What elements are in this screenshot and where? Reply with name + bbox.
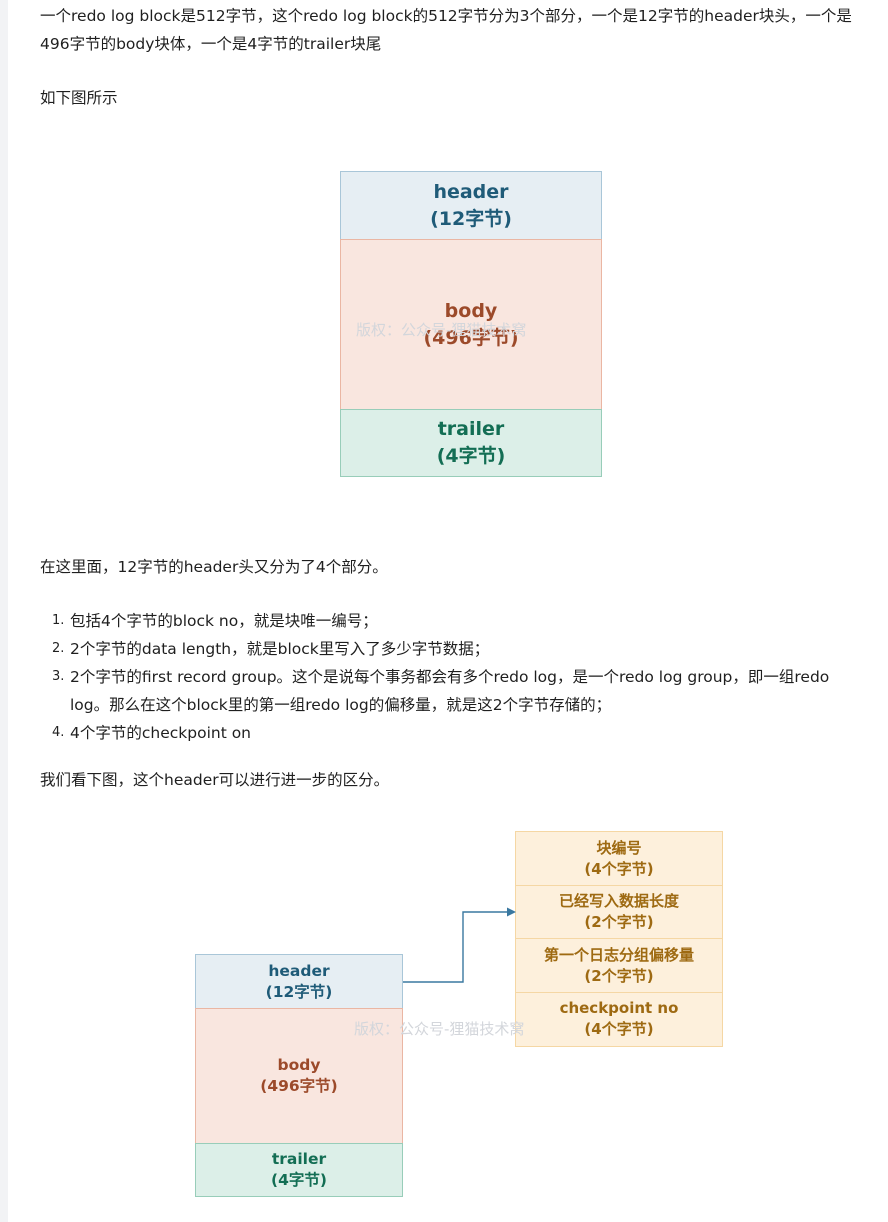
list-number: 1. <box>52 613 65 628</box>
list-item-text: 2个字节的data length，就是block里写入了多少字节数据； <box>70 640 490 658</box>
part-checkpoint-no: checkpoint no (4个字节) <box>515 991 723 1047</box>
list-number: 2. <box>52 641 65 656</box>
intro-paragraph: 一个redo log block是512字节，这个redo log block的… <box>40 7 852 53</box>
list-item: 1. 包括4个字节的block no，就是块唯一编号； <box>40 607 860 635</box>
left-margin-rule <box>0 0 8 1222</box>
body-label: body <box>277 1056 321 1074</box>
body-size: (496字节) <box>423 326 519 349</box>
header-breakdown-intro: 我们看下图，这个header可以进行进一步的区分。 <box>40 771 390 789</box>
header-parts-stack: 块编号 (4个字节) 已经写入数据长度 (2个字节) 第一个日志分组偏移量 (2… <box>515 831 723 1047</box>
figure-intro-text: 如下图所示 <box>40 89 118 107</box>
list-number: 4. <box>52 725 65 740</box>
trailer-size: (4字节) <box>271 1171 327 1189</box>
header-block: header (12字节) <box>195 954 403 1009</box>
part-first-record-group: 第一个日志分组偏移量 (2个字节) <box>515 938 723 993</box>
body-block: body (496字节) <box>195 1007 403 1145</box>
list-item-text: 4个字节的checkpoint on <box>70 724 252 742</box>
header-label: header <box>433 180 509 203</box>
part-data-length: 已经写入数据长度 (2个字节) <box>515 884 723 940</box>
part-size: (2个字节) <box>584 913 654 931</box>
part-size: (2个字节) <box>584 966 654 985</box>
header-label: header <box>268 961 330 980</box>
part-size: (4个字节) <box>584 859 654 878</box>
body-label: body <box>444 299 498 322</box>
list-item: 4. 4个字节的checkpoint on <box>40 719 860 747</box>
part-size: (4个字节) <box>584 1020 654 1038</box>
header-parts-list: 1. 包括4个字节的block no，就是块唯一编号； 2. 2个字节的data l… <box>40 607 860 747</box>
list-item: 3. 2个字节的first record group。这个是说每个事务都会有多个r… <box>40 663 860 719</box>
part-label: 已经写入数据长度 <box>558 892 679 910</box>
part-label: 第一个日志分组偏移量 <box>543 945 694 964</box>
header-breakdown-block-stack: header (12字节) body (496字节) trailer (4字节) <box>195 954 403 1197</box>
list-item-text: 包括4个字节的block no，就是块唯一编号； <box>70 612 378 630</box>
trailer-size: (4字节) <box>436 445 506 467</box>
part-block-no: 块编号 (4个字节) <box>515 831 723 886</box>
part-label: 块编号 <box>596 838 642 857</box>
connector-line <box>403 911 510 983</box>
header-parts-intro: 在这里面，12字节的header头又分为了4个部分。 <box>40 558 388 576</box>
part-label: checkpoint no <box>559 999 679 1017</box>
trailer-block: trailer (4字节) <box>340 409 602 477</box>
header-size: (12字节) <box>430 207 512 230</box>
block-structure-diagram: header (12字节) body (496字节) trailer (4字节) <box>340 171 602 477</box>
list-number: 3. <box>52 669 65 684</box>
list-item-text: 2个字节的first record group。这个是说每个事务都会有多个red… <box>70 668 830 714</box>
body-block: body (496字节) <box>340 238 602 411</box>
list-item: 2. 2个字节的data length，就是block里写入了多少字节数据； <box>40 635 860 663</box>
header-size: (12字节) <box>265 982 333 1001</box>
header-block: header (12字节) <box>340 171 602 240</box>
trailer-label: trailer <box>271 1150 327 1168</box>
trailer-label: trailer <box>437 418 505 440</box>
body-size: (496字节) <box>260 1077 338 1095</box>
trailer-block: trailer (4字节) <box>195 1143 403 1197</box>
